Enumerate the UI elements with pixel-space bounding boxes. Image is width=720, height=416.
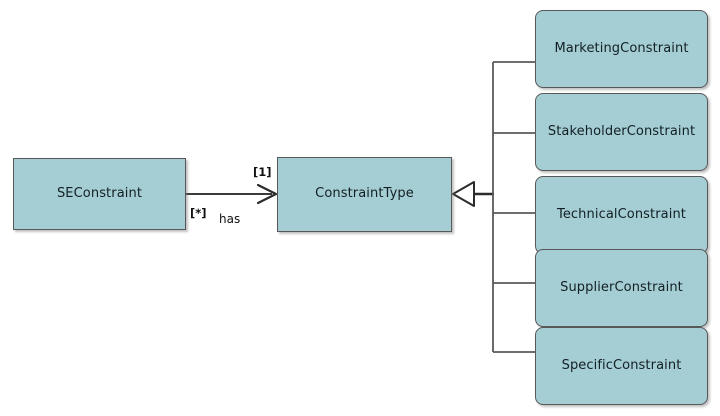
class-box-specificconstraint[interactable]: SpecificConstraint <box>535 327 708 405</box>
class-name-supplierconstraint: SupplierConstraint <box>560 279 683 295</box>
association-open-arrowhead <box>256 183 278 205</box>
class-box-marketingconstraint[interactable]: MarketingConstraint <box>535 10 708 88</box>
class-name-stakeholderconstraint: StakeholderConstraint <box>547 123 696 139</box>
class-box-supplierconstraint[interactable]: SupplierConstraint <box>535 249 708 327</box>
class-box-stakeholderconstraint[interactable]: StakeholderConstraint <box>535 93 708 171</box>
association-connector-has <box>186 183 278 205</box>
class-name-seconstraint: SEConstraint <box>56 185 143 201</box>
association-target-multiplicity: [1] <box>253 165 272 179</box>
generalization-connector <box>452 61 535 353</box>
association-label-has: has <box>219 212 241 226</box>
class-box-technicalconstraint[interactable]: TechnicalConstraint <box>535 176 708 254</box>
class-name-specificconstraint: SpecificConstraint <box>561 357 682 373</box>
class-name-technicalconstraint: TechnicalConstraint <box>557 206 686 222</box>
association-source-multiplicity: [*] <box>190 206 207 220</box>
class-name-constrainttype: ConstraintType <box>315 186 414 202</box>
class-box-constrainttype[interactable]: ConstraintType <box>277 157 452 232</box>
class-name-marketingconstraint: MarketingConstraint <box>554 40 689 56</box>
class-box-seconstraint[interactable]: SEConstraint <box>13 158 186 230</box>
generalization-hollow-triangle <box>452 181 475 207</box>
